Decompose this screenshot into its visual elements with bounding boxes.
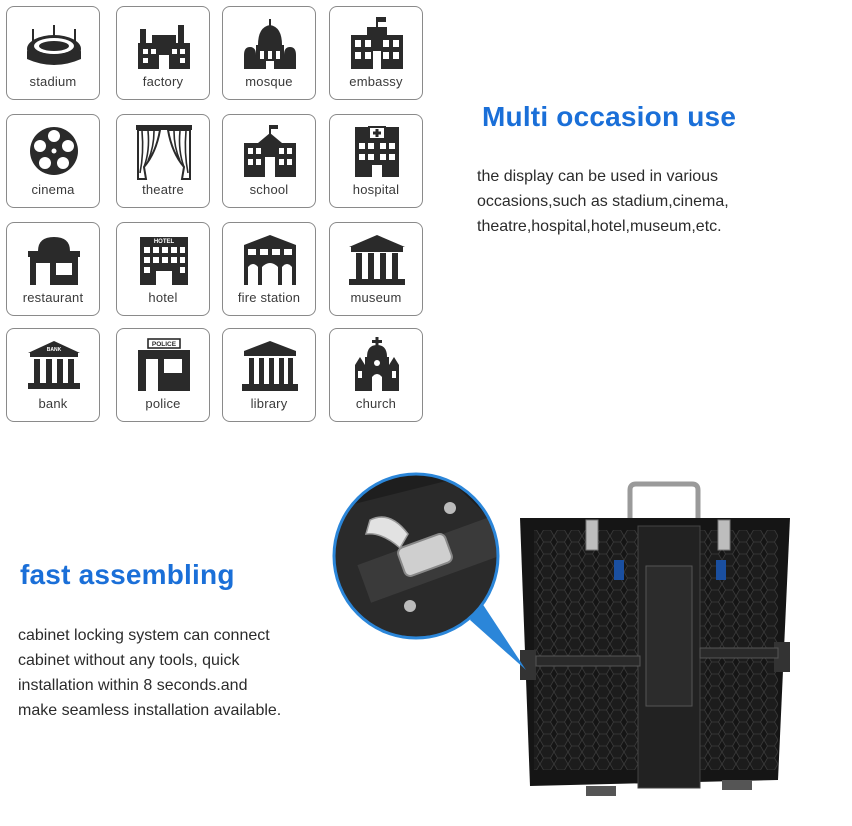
bank-sign-text: BANK <box>47 347 62 353</box>
tile-label: hospital <box>352 182 400 197</box>
hotel-sign-text: HOTEL <box>154 239 175 245</box>
tile-stadium: stadium <box>6 6 100 100</box>
description-line: cabinet without any tools, quick <box>18 652 240 669</box>
school-icon <box>244 125 296 177</box>
tile-school: school <box>222 114 316 208</box>
bank-icon: BANK <box>28 341 80 389</box>
tile-police: POLICE police <box>116 328 210 422</box>
tile-embassy: embassy <box>329 6 423 100</box>
tile-factory: factory <box>116 6 210 100</box>
tile-museum: museum <box>329 222 423 316</box>
embassy-icon <box>351 17 403 69</box>
tile-label: mosque <box>245 74 293 89</box>
police-sign-text: POLICE <box>152 341 177 348</box>
tile-label: fire station <box>237 290 301 305</box>
hotel-icon: HOTEL <box>140 237 188 285</box>
tile-label: school <box>249 182 289 197</box>
library-icon <box>242 341 298 391</box>
tile-label: museum <box>350 290 402 305</box>
description-line: installation within 8 seconds.and <box>18 677 248 694</box>
tile-hotel: HOTEL hotel <box>116 222 210 316</box>
description-line: cabinet locking system can connect <box>18 627 270 644</box>
mosque-icon <box>244 19 296 69</box>
tile-label: church <box>355 396 397 411</box>
tile-hospital: hospital <box>329 114 423 208</box>
tile-church: church <box>329 328 423 422</box>
tile-label: police <box>145 396 181 411</box>
tile-label: stadium <box>29 74 77 89</box>
church-icon <box>355 337 399 391</box>
tile-label: cinema <box>31 182 75 197</box>
tile-label: restaurant <box>22 290 84 305</box>
description-line: occasions,such as stadium,cinema, <box>477 193 729 210</box>
description-line: theatre,hospital,hotel,museum,etc. <box>477 218 722 235</box>
tile-label: bank <box>38 396 68 411</box>
led-cabinet-illustration <box>332 472 790 796</box>
multi-occasion-title: Multi occasion use <box>482 101 737 132</box>
stadium-icon <box>27 25 81 65</box>
fast-assembling-description: cabinet locking system can connect cabin… <box>18 623 281 723</box>
tile-theatre: theatre <box>116 114 210 208</box>
museum-icon <box>349 235 405 285</box>
hospital-icon <box>355 126 399 177</box>
tile-label: library <box>250 396 288 411</box>
curtain-icon <box>136 125 192 180</box>
tile-label: hotel <box>148 290 178 305</box>
police-icon: POLICE <box>138 338 190 391</box>
description-line: make seamless installation available. <box>18 702 282 719</box>
film-reel-icon <box>30 127 78 175</box>
restaurant-icon <box>28 237 80 285</box>
fire-station-icon <box>244 235 296 285</box>
tile-label: theatre <box>142 182 184 197</box>
tile-label: embassy <box>349 74 403 89</box>
fast-assembling-title: fast assembling <box>20 559 235 590</box>
multi-occasion-description: the display can be used in various occas… <box>477 164 729 239</box>
tile-mosque: mosque <box>222 6 316 100</box>
occasion-icon-grid: stadium factory mosque embassy <box>0 0 440 430</box>
tile-fire-station: fire station <box>222 222 316 316</box>
tile-label: factory <box>142 74 184 89</box>
tile-bank: BANK bank <box>6 328 100 422</box>
description-line: the display can be used in various <box>477 168 719 185</box>
tile-cinema: cinema <box>6 114 100 208</box>
factory-icon <box>138 25 190 69</box>
tile-restaurant: restaurant <box>6 222 100 316</box>
tile-library: library <box>222 328 316 422</box>
